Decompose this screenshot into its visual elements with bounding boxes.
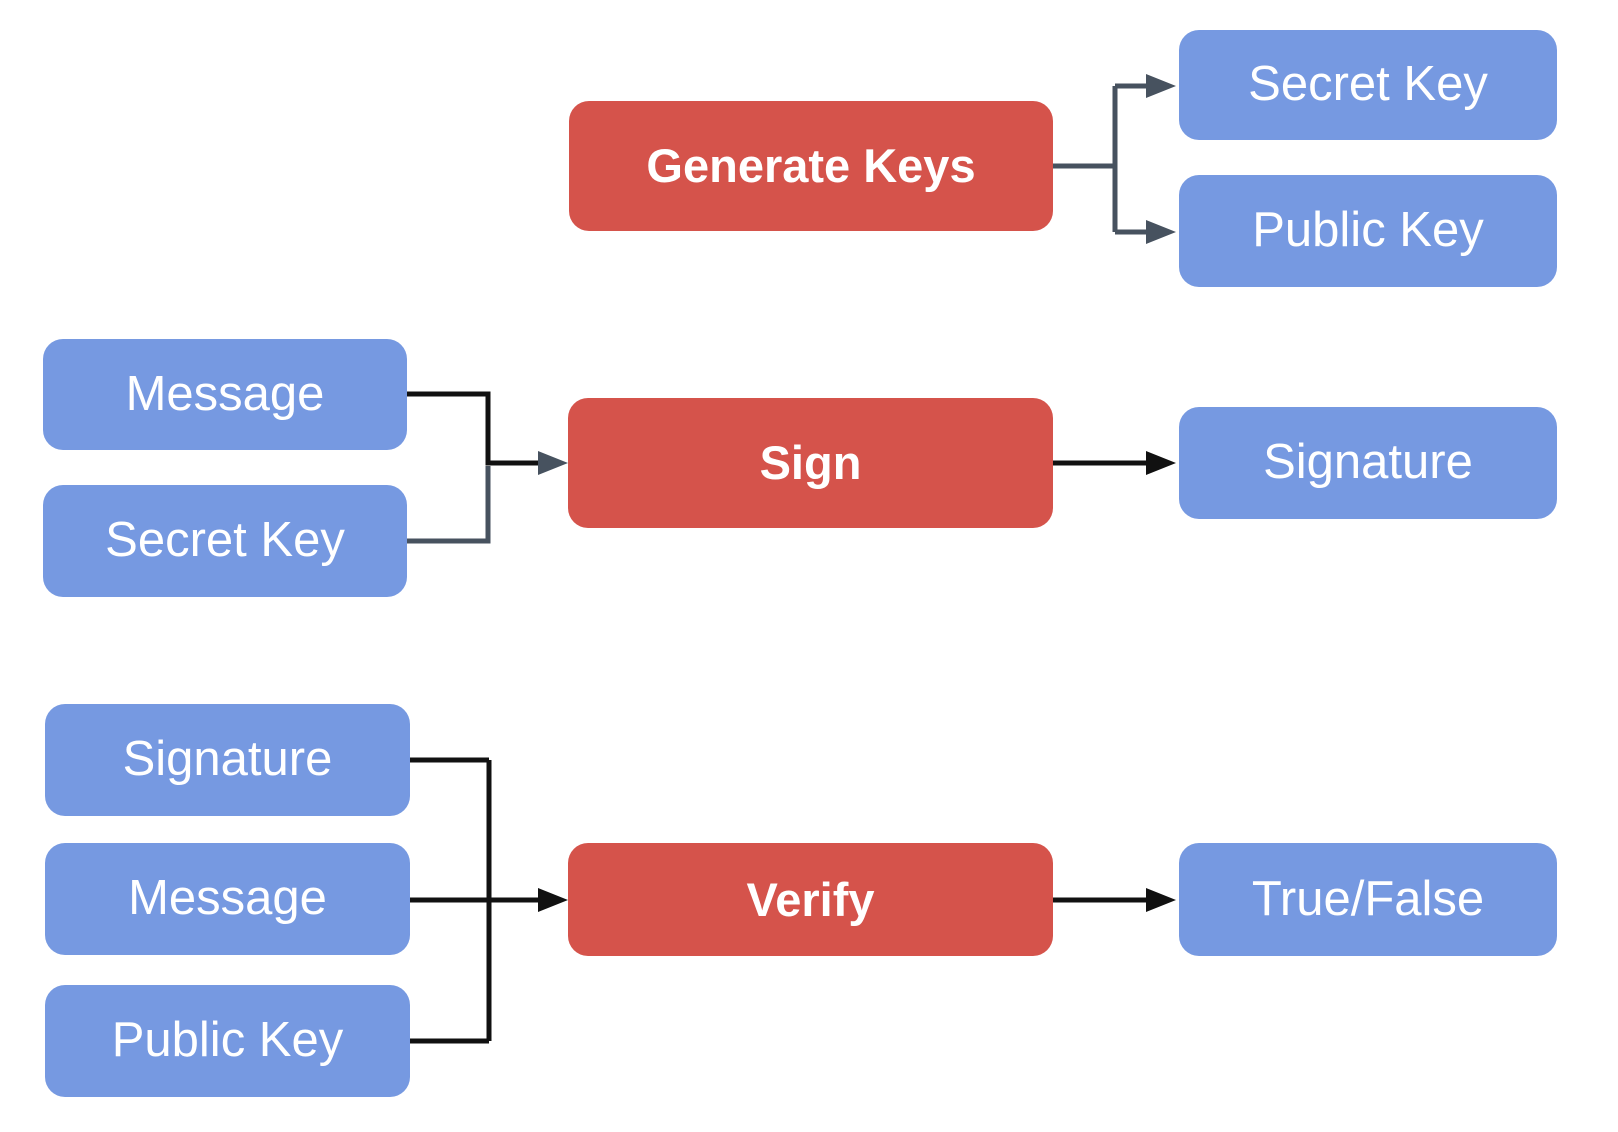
connector-message-to-sign — [407, 391, 568, 475]
node-message-verify-input-label: Message — [128, 871, 327, 926]
node-public-key-verify-input: Public Key — [45, 985, 410, 1097]
node-signature-output: Signature — [1179, 407, 1557, 519]
node-secret-key-sign-input: Secret Key — [43, 485, 407, 597]
node-generate-keys-label: Generate Keys — [646, 139, 976, 193]
node-message-sign-input: Message — [43, 339, 407, 450]
node-signature-verify-input: Signature — [45, 704, 410, 816]
node-secret-key-output: Secret Key — [1179, 30, 1557, 140]
node-verify-label: Verify — [746, 872, 875, 926]
node-secret-key-output-label: Secret Key — [1248, 57, 1488, 112]
connector-group-black — [407, 391, 1176, 1044]
node-verify: Verify — [568, 843, 1053, 956]
node-public-key-verify-input-label: Public Key — [111, 1013, 344, 1068]
node-message-verify-input: Message — [45, 843, 410, 955]
node-public-key-output-label: Public Key — [1252, 203, 1484, 258]
node-secret-key-sign-input-label: Secret Key — [105, 513, 345, 568]
node-generate-keys: Generate Keys — [569, 101, 1053, 231]
node-true-false-label: True/False — [1251, 871, 1485, 926]
node-sign-label: Sign — [759, 436, 862, 490]
node-signature-verify-input-label: Signature — [122, 732, 333, 787]
node-sign: Sign — [568, 398, 1053, 528]
node-signature-output-label: Signature — [1263, 435, 1473, 490]
connector-group-generate — [1053, 74, 1176, 244]
node-true-false: True/False — [1179, 843, 1557, 956]
node-message-sign-input-label: Message — [125, 366, 325, 421]
node-public-key-output: Public Key — [1179, 175, 1557, 287]
connector-secret-key-to-sign — [407, 466, 491, 544]
